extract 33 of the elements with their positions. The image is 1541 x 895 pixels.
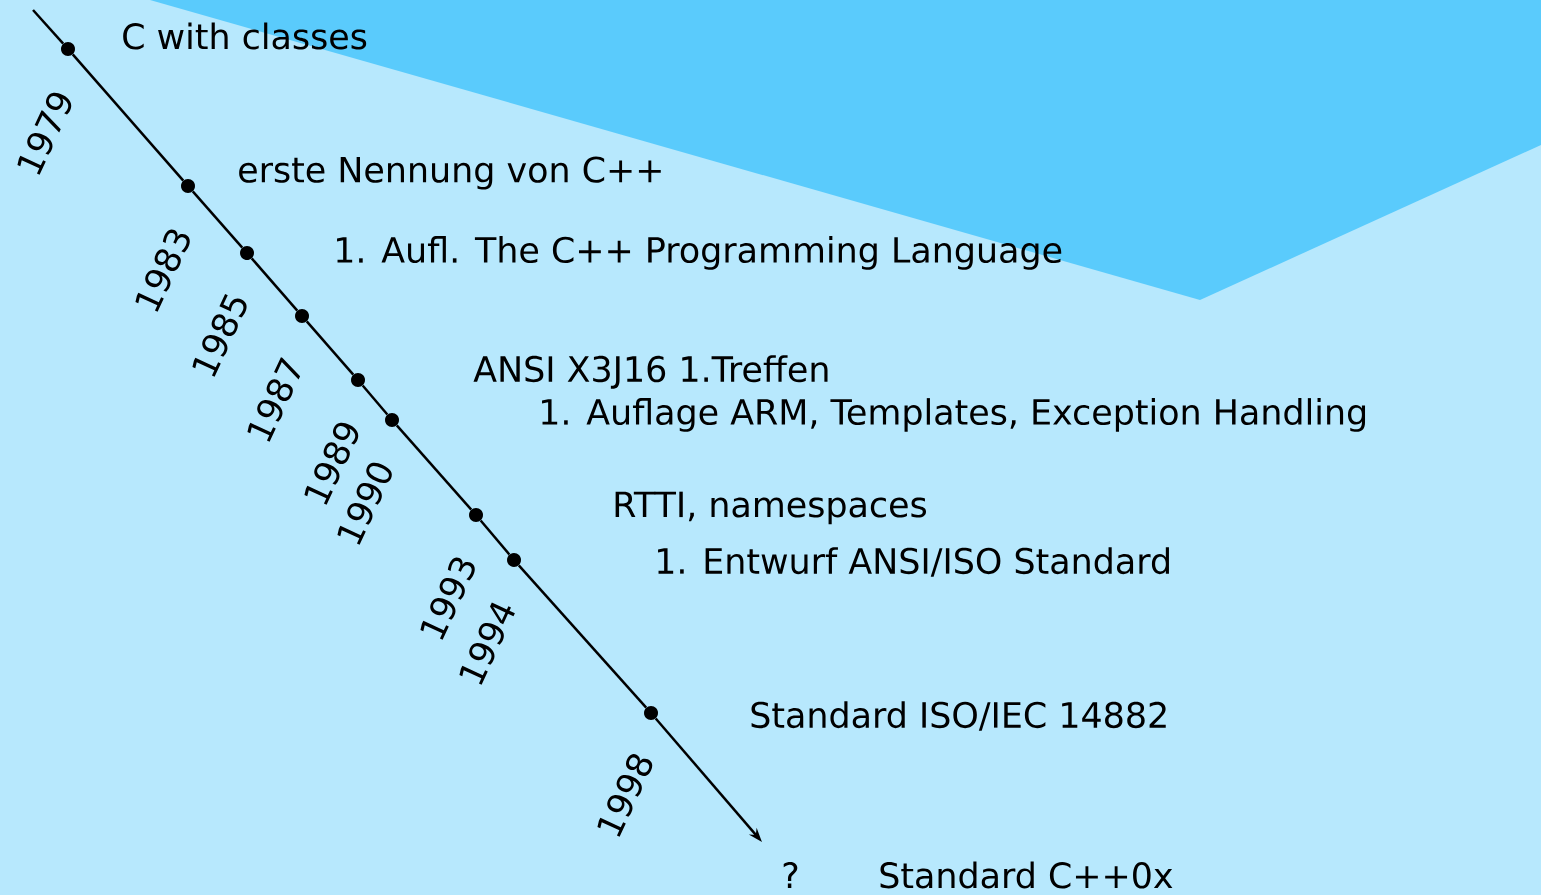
timeline-dot: [469, 508, 483, 522]
event-label: erste Nennung von C++: [239, 156, 661, 190]
event-label: ANSI X3J16 1.Treffen: [473, 355, 828, 389]
event-label: RTTI, namespaces: [615, 491, 926, 525]
event-label: 1. Aufl. The C++ Programming Language: [337, 236, 1062, 270]
timeline-dot: [351, 373, 365, 387]
timeline-dot: [181, 179, 195, 193]
timeline-line: [517, 564, 648, 709]
timeline-line: [191, 190, 244, 249]
year-label: 1985: [192, 293, 247, 377]
event-label: C with classes: [123, 22, 367, 50]
event-label: Standard ISO/IEC 14882: [751, 701, 1166, 731]
timeline-line: [305, 320, 355, 376]
timeline-line: [71, 53, 185, 182]
timeline-line: [479, 519, 511, 556]
timeline-dot: [507, 553, 521, 567]
timeline-dot: [295, 309, 309, 323]
year-label: 1983: [135, 229, 190, 312]
year-label: ?: [783, 862, 798, 888]
timeline-dot: [240, 246, 254, 260]
timeline-dot: [644, 706, 658, 720]
timeline-line: [32, 9, 65, 45]
year-label: 1979: [17, 92, 72, 175]
year-label: 1987: [247, 357, 301, 442]
year-label: 1998: [597, 754, 653, 837]
event-label: Standard C++0x: [880, 861, 1173, 889]
timeline-dot: [385, 413, 399, 427]
timeline-line: [250, 257, 299, 312]
event-label: 1. Auflage ARM, Templates, Exception Handling: [542, 398, 1366, 432]
timeline-line: [361, 384, 389, 416]
event-label: 1. Entwurf ANSI/ISO Standard: [658, 547, 1169, 577]
timeline-dot: [61, 42, 75, 56]
timeline-line: [395, 424, 473, 511]
